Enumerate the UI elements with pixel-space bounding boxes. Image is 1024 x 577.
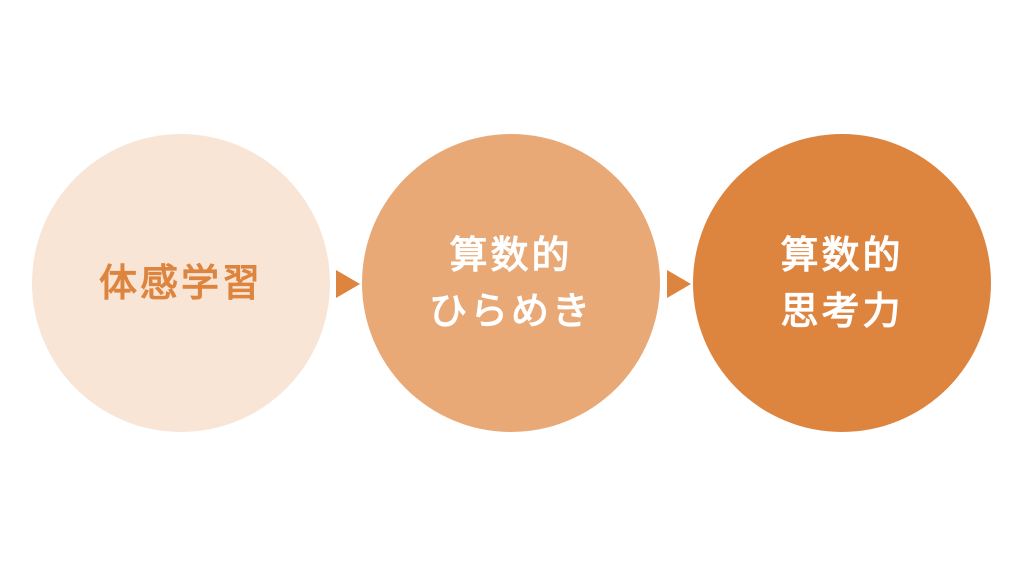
right-triangle-arrow-icon [336, 270, 360, 298]
right-triangle-arrow-icon [667, 270, 691, 298]
stage-label-line: 思考力 [780, 289, 904, 333]
stage-label-line: 算数的 [780, 233, 904, 277]
stage-circle-math-insight: 算数的 ひらめき [362, 134, 660, 432]
stage-label-line: 算数的 [449, 233, 573, 277]
stage-label-line: 体感学習 [98, 261, 263, 305]
stage-label-line: ひらめき [428, 289, 593, 333]
stage-circle-experiential-learning: 体感学習 [32, 134, 330, 432]
stage-circle-math-thinking: 算数的 思考力 [693, 134, 991, 432]
